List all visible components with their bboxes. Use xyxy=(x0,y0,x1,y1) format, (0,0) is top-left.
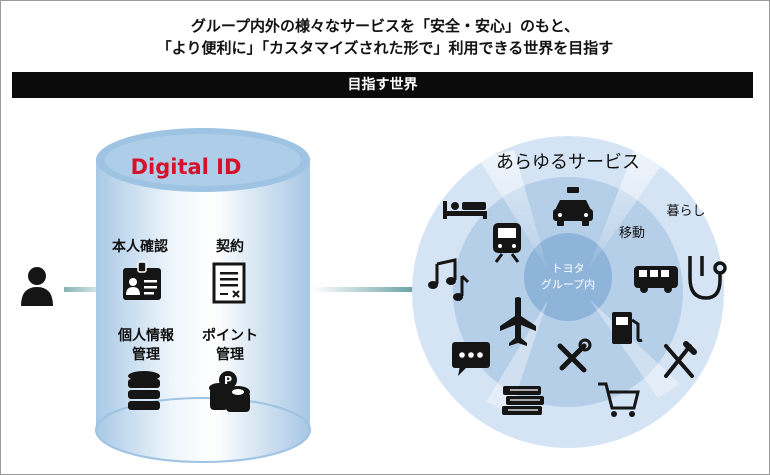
contract-icon xyxy=(212,262,246,304)
personal-info-label-2: 管理 xyxy=(132,346,160,363)
books-icon xyxy=(502,386,544,415)
headline-line-1: グループ内外の様々なサービスを「安全・安心」のもと、 xyxy=(190,17,580,35)
living-label: 暮らし xyxy=(666,204,705,219)
bus-icon xyxy=(634,266,678,293)
database-icon xyxy=(128,371,160,410)
music-icon xyxy=(428,258,470,301)
bed-icon xyxy=(443,201,487,219)
mobility-label: 移動 xyxy=(619,226,645,241)
digital-id-title: Digital ID xyxy=(131,155,242,179)
goal-banner: 目指す世界 xyxy=(12,72,753,98)
stethoscope-icon xyxy=(688,256,727,300)
contract-label: 契約 xyxy=(215,238,244,255)
fuel-pump-icon xyxy=(612,312,643,344)
all-services-label: あらゆるサービス xyxy=(496,152,640,173)
taxi-icon xyxy=(553,187,593,226)
coins-icon: P xyxy=(209,371,250,412)
id-card-icon xyxy=(123,261,161,300)
chat-icon xyxy=(452,342,490,376)
digital-id-cylinder xyxy=(95,128,311,463)
points-label-2: 管理 xyxy=(216,346,244,363)
headline: グループ内外の様々なサービスを「安全・安心」のもと、 「より便利に」「カスタマイ… xyxy=(0,15,770,59)
svg-text:P: P xyxy=(224,374,232,387)
airplane-icon xyxy=(500,297,536,346)
connector-person-to-id xyxy=(64,287,98,292)
personal-info-label-1: 個人情報 xyxy=(117,327,175,344)
cutlery-icon xyxy=(664,341,697,378)
train-icon xyxy=(493,223,521,263)
services-rings xyxy=(412,136,724,448)
identity-label: 本人確認 xyxy=(112,238,168,255)
person-icon xyxy=(21,267,53,306)
cart-icon xyxy=(598,382,640,417)
toyota-label-2: グループ内 xyxy=(541,277,595,291)
points-label-1: ポイント xyxy=(202,327,258,344)
headline-line-2: 「より便利に」「カスタマイズされた形で」利用できる世界を目指す xyxy=(156,39,614,57)
toyota-label-1: トヨタ xyxy=(552,262,585,275)
connector-id-to-services xyxy=(312,287,422,292)
tools-icon xyxy=(557,338,592,373)
